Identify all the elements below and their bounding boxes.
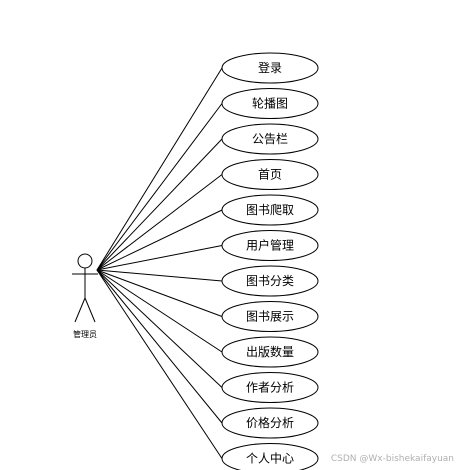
actor-label: 管理员 (73, 329, 97, 339)
use-case: 图书展示 (221, 301, 319, 332)
use-case: 公告栏 (221, 123, 319, 155)
association-line (96, 269, 223, 317)
use-case: 价格分析 (221, 407, 319, 439)
use-case-label: 首页 (258, 168, 282, 182)
association-line (96, 269, 223, 459)
use-case-ellipse (221, 159, 319, 190)
association-line (96, 103, 223, 271)
use-case: 个人中心 (221, 443, 319, 470)
association-line (96, 138, 223, 271)
use-case-ellipse (221, 52, 319, 84)
use-case-ellipse (221, 230, 319, 261)
use-case-label: 图书展示 (246, 310, 294, 324)
use-case: 图书爬取 (221, 194, 319, 226)
association-line (96, 269, 223, 353)
use-case: 首页 (221, 159, 319, 190)
use-case-label: 用户管理 (246, 238, 294, 253)
association-line (96, 269, 223, 388)
use-case: 图书分类 (221, 265, 319, 297)
use-case: 作者分析 (221, 372, 319, 403)
use-case: 用户管理 (221, 230, 319, 261)
association-line (96, 269, 223, 282)
association-line (96, 269, 223, 424)
actor-head (77, 253, 93, 269)
use-case-list: 登录轮播图公告栏首页图书爬取用户管理图书分类图书展示出版数量作者分析价格分析个人… (221, 52, 319, 470)
use-case-ellipse (221, 265, 319, 297)
use-case-label: 公告栏 (252, 131, 288, 146)
use-case-label: 价格分析 (246, 415, 294, 430)
use-case-ellipse (221, 336, 319, 368)
use-case-ellipse (221, 301, 319, 332)
use-case-label: 登录 (258, 60, 282, 75)
use-case-label: 作者分析 (246, 381, 294, 395)
use-case-ellipse (221, 123, 319, 155)
use-case: 登录 (221, 52, 319, 84)
association-line (96, 67, 223, 271)
use-case-label: 图书爬取 (246, 203, 294, 217)
use-case-ellipse (221, 407, 319, 439)
use-case-ellipse (221, 88, 319, 119)
use-case-label: 图书分类 (246, 274, 294, 288)
association-lines (96, 67, 223, 459)
actor-right-leg (84, 297, 96, 323)
actor-left-leg (74, 297, 86, 323)
use-case-ellipse (221, 443, 319, 470)
use-case-label: 出版数量 (246, 344, 294, 359)
watermark: CSDN @Wx-bishekaifayuan (330, 454, 454, 464)
association-line (96, 174, 223, 271)
use-case-label: 轮播图 (252, 97, 288, 111)
association-line (96, 245, 223, 271)
use-case-ellipse (221, 372, 319, 403)
use-case-label: 个人中心 (246, 451, 294, 466)
use-case: 轮播图 (221, 88, 319, 119)
actor-admin: 管理员 (72, 253, 98, 339)
use-case-ellipse (221, 194, 319, 226)
use-case: 出版数量 (221, 336, 319, 368)
association-line (96, 209, 223, 271)
